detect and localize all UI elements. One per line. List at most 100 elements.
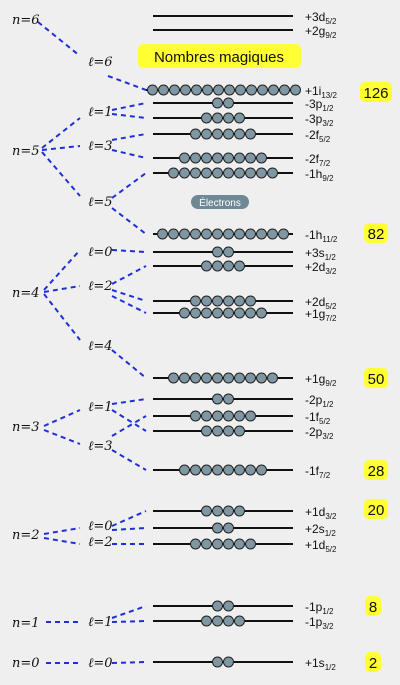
connector-line <box>111 398 147 405</box>
connector-line <box>111 510 147 527</box>
electron <box>256 372 267 384</box>
title-badge: Nombres magiques <box>138 44 301 68</box>
electron <box>212 307 223 319</box>
level-label: +2s1/2 <box>305 522 336 538</box>
magic-number: 8 <box>365 596 381 616</box>
electron <box>180 84 191 96</box>
connector-line <box>43 409 81 427</box>
electron <box>201 112 212 124</box>
electron <box>190 228 201 240</box>
connector-line <box>43 527 81 535</box>
electron <box>190 295 201 307</box>
energy-level: -1f7/2 <box>153 464 331 480</box>
level-label: -1f5/2 <box>305 410 331 426</box>
electron <box>234 372 245 384</box>
electron <box>256 228 267 240</box>
connector-line <box>111 349 147 379</box>
connector-line <box>111 661 147 664</box>
electron <box>223 97 234 109</box>
connector-line <box>111 295 147 314</box>
connector-line <box>43 285 81 293</box>
level-label: +1d5/2 <box>305 538 337 554</box>
electron <box>234 307 245 319</box>
electron <box>256 464 267 476</box>
electron <box>201 372 212 384</box>
electron <box>234 112 245 124</box>
connector-line <box>41 151 81 197</box>
electron <box>223 600 234 612</box>
electron <box>223 615 234 627</box>
n-quantum-label: n=1 <box>12 616 40 631</box>
magic-number-value: 82 <box>368 226 385 243</box>
electron <box>179 372 190 384</box>
electron <box>223 522 234 534</box>
title-badge-bg <box>138 44 301 68</box>
magic-number-value: 20 <box>368 502 385 519</box>
electron <box>168 167 179 179</box>
l-quantum-label: ℓ=2 <box>88 535 113 550</box>
connector-line <box>37 21 81 57</box>
electron <box>223 128 234 140</box>
electron <box>212 410 223 422</box>
electron <box>290 84 301 96</box>
electron <box>245 410 256 422</box>
l-quantum-label: ℓ=2 <box>88 279 113 294</box>
connector-line <box>107 75 147 91</box>
electron <box>190 167 201 179</box>
magic-number-bg <box>365 652 381 672</box>
electron <box>223 425 234 437</box>
title-text: Nombres magiques <box>154 49 284 66</box>
level-label: -2p1/2 <box>305 393 334 409</box>
electron <box>234 464 245 476</box>
energy-level: -3p1/2 <box>153 97 334 113</box>
electron <box>267 228 278 240</box>
electron <box>234 167 245 179</box>
n-quantum-label: n=2 <box>12 528 40 543</box>
connector-line <box>111 527 147 531</box>
electron <box>201 128 212 140</box>
electron <box>179 152 190 164</box>
electron <box>212 656 223 668</box>
electron <box>190 464 201 476</box>
energy-level: +1d3/2 <box>153 505 337 521</box>
connector-line <box>111 265 147 285</box>
n-quantum-label: n=6 <box>12 13 40 28</box>
energy-levels: +3d5/2+2g9/2+1i13/2-3p1/2-3p3/2-2f5/2-2f… <box>146 10 338 672</box>
energy-level: +1g7/2 <box>153 307 337 323</box>
electron <box>201 260 212 272</box>
connector-line <box>111 409 147 432</box>
electron <box>223 538 234 550</box>
level-label: +1s1/2 <box>305 656 336 672</box>
electron <box>234 260 245 272</box>
electron <box>245 307 256 319</box>
magic-number-value: 2 <box>369 655 377 672</box>
l-quantum-label: ℓ=3 <box>88 139 113 154</box>
energy-level: +1i13/2 <box>146 84 337 100</box>
magic-number-bg <box>365 596 381 616</box>
magic-number-bg <box>364 368 388 388</box>
electron <box>201 538 212 550</box>
electron <box>201 295 212 307</box>
electron <box>201 425 212 437</box>
electron <box>212 260 223 272</box>
electron <box>212 464 223 476</box>
l-quantum-label: ℓ=3 <box>88 439 113 454</box>
electron <box>223 112 234 124</box>
magic-number: 28 <box>364 460 388 480</box>
electron <box>256 167 267 179</box>
connector-line <box>111 449 147 471</box>
connector-line <box>111 249 147 253</box>
connector-line <box>111 172 147 199</box>
electron <box>212 425 223 437</box>
level-label: +1g9/2 <box>305 372 337 388</box>
l-quantum-label: ℓ=1 <box>88 400 113 415</box>
electron <box>245 152 256 164</box>
level-label: +1d3/2 <box>305 505 337 521</box>
electron <box>212 152 223 164</box>
l-quantum-label: ℓ=0 <box>88 519 113 534</box>
level-label: -1h9/2 <box>305 167 334 183</box>
electron <box>223 505 234 517</box>
electron <box>201 505 212 517</box>
